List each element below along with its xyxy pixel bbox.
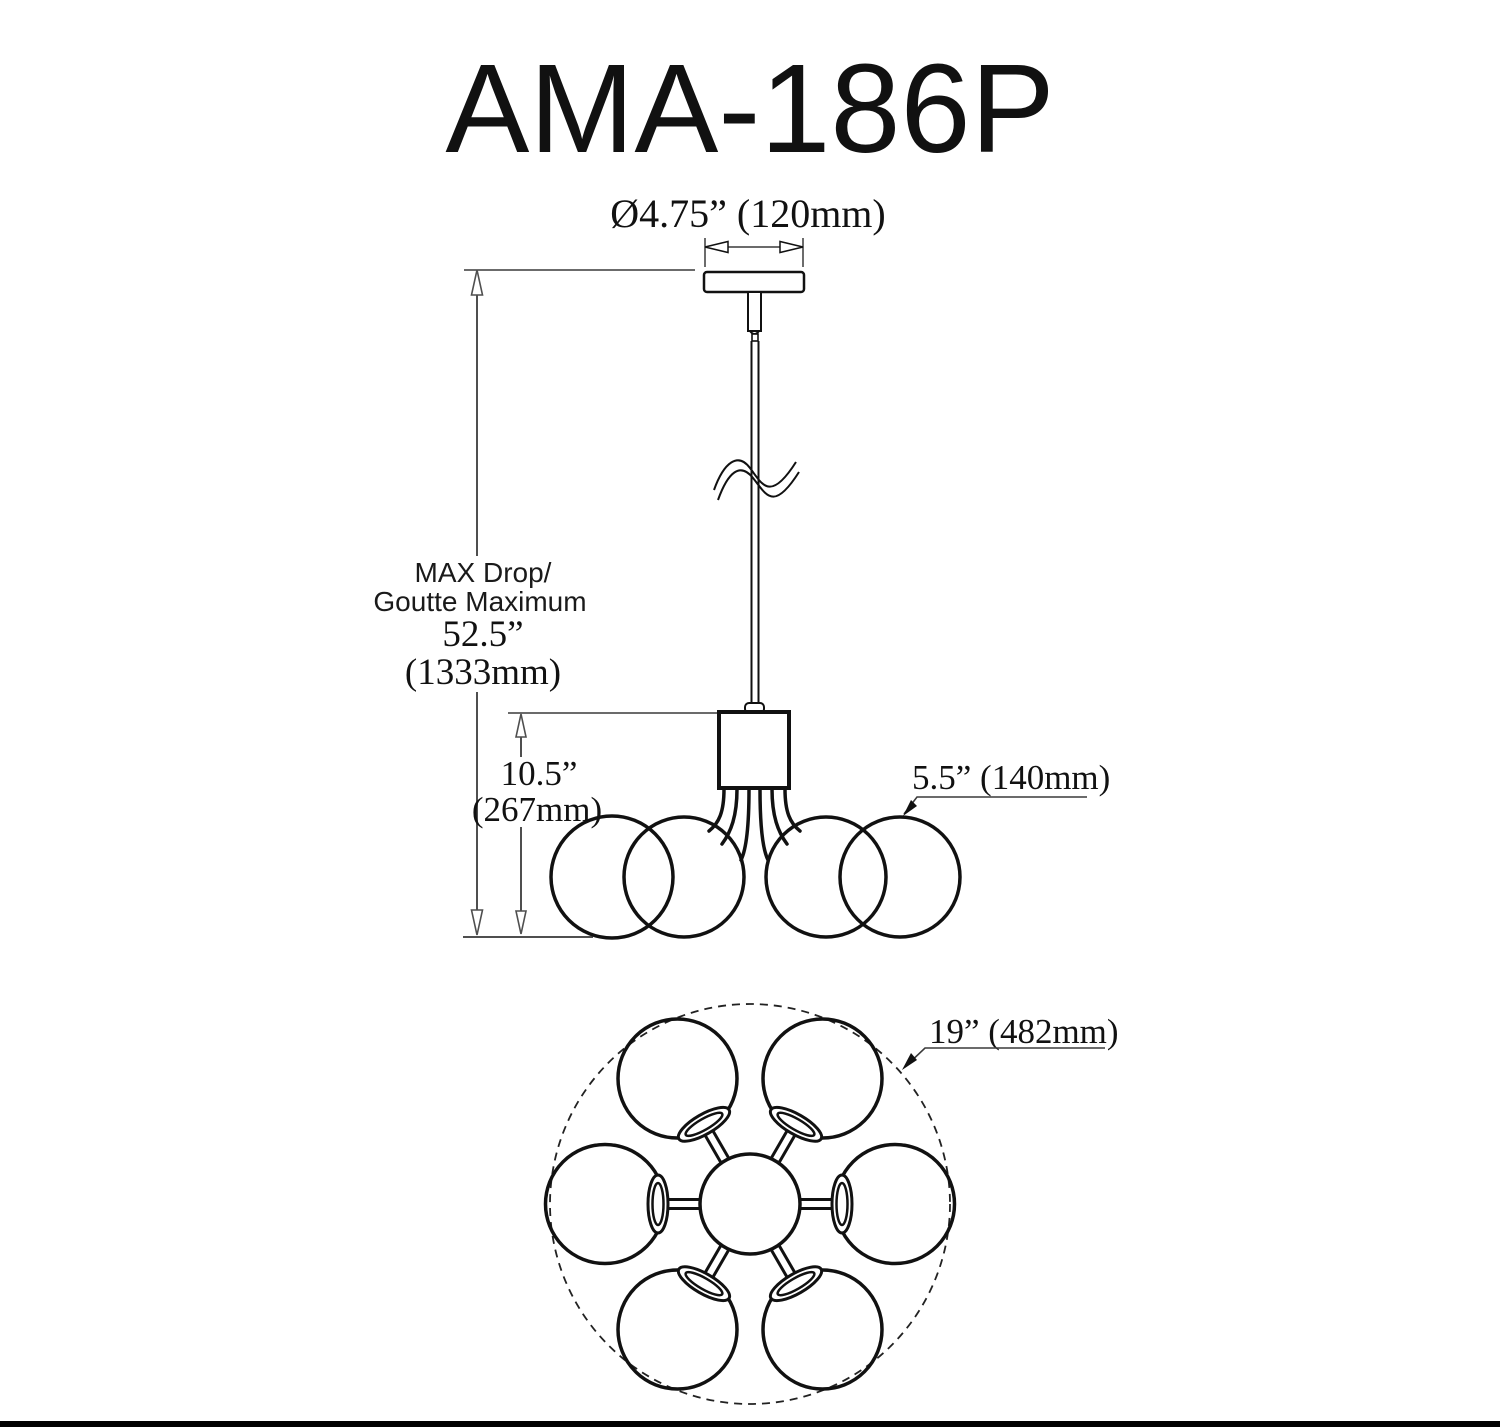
spoke-arm [796, 1173, 854, 1235]
overall-diameter-dashed-circle [549, 1003, 951, 1405]
canopy-diameter-label: Ø4.75” (120mm) [610, 191, 886, 236]
bottom-view: 19” (482mm) [543, 1003, 1119, 1405]
page-bottom-border [0, 1421, 1500, 1427]
fixture-diameter-dimension: 19” (482mm) [902, 1012, 1119, 1070]
central-hub-plan [698, 1152, 802, 1256]
leader-arrow-icon [902, 1053, 917, 1070]
body-drop-dimension: 10.5” (267mm) [472, 712, 717, 935]
downrod-stem [744, 291, 765, 714]
globe [764, 815, 888, 939]
side-view-arms [707, 787, 802, 862]
max-drop-dimension [463, 269, 695, 938]
max-drop-label-fr: Goutte Maximum [373, 586, 586, 617]
product-model-title: AMA-186P [445, 38, 1054, 179]
ceiling-canopy [702, 270, 806, 294]
body-drop-mm-value: (267mm) [472, 790, 602, 829]
canopy-dimension [704, 238, 804, 267]
max-drop-mm-value: (1333mm) [405, 652, 561, 693]
break-symbol [713, 459, 800, 501]
arrow-up-icon [470, 269, 484, 296]
max-drop-label: MAX Drop/ Goutte Maximum 52.5” (1333mm) [373, 557, 586, 693]
globe [549, 814, 675, 940]
central-hub-body [717, 710, 791, 790]
arrow-down-icon [515, 910, 527, 935]
bottom-view-spokes [646, 1105, 854, 1303]
spoke-arm [676, 1105, 733, 1168]
arrow-right-icon [779, 240, 804, 254]
fixture-diameter-label: 19” (482mm) [929, 1012, 1119, 1051]
globe-arm-length-label: 5.5” (140mm) [912, 758, 1110, 797]
max-drop-label-en: MAX Drop/ [415, 557, 552, 588]
body-drop-inches-value: 10.5” [501, 754, 578, 793]
side-view-globes [549, 814, 962, 940]
globe-arm-dimension: 5.5” (140mm) [903, 758, 1110, 816]
arrow-left-icon [704, 240, 729, 254]
spoke-arm [767, 1240, 824, 1303]
max-drop-inches-value: 52.5” [442, 614, 523, 655]
arrow-down-icon [470, 909, 484, 936]
arrow-up-icon [515, 713, 527, 738]
leader-arrow-icon [903, 800, 917, 816]
globe [622, 815, 746, 939]
spoke-arm [676, 1240, 733, 1303]
spoke-arm [646, 1173, 704, 1235]
spoke-arm [767, 1105, 824, 1168]
globe [838, 815, 962, 939]
